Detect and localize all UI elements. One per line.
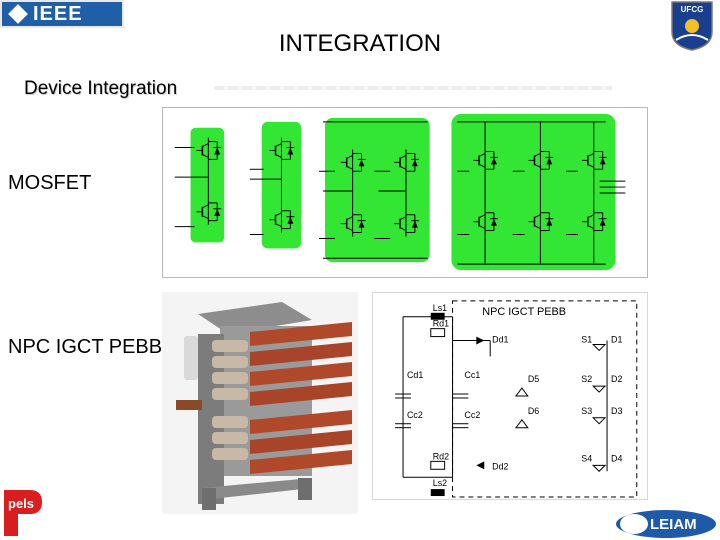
label-d6: D6	[528, 406, 539, 416]
label-d3: D3	[611, 406, 622, 416]
ieee-diamond-icon	[8, 4, 28, 24]
pebb-boundary	[452, 300, 638, 498]
capacitor-icon	[184, 336, 198, 380]
label-rd2: Rd2	[433, 451, 449, 461]
mosfet-module-1	[190, 127, 225, 243]
label-d4: D4	[611, 453, 622, 463]
label-s4: S4	[581, 453, 592, 463]
ls2-inductor	[430, 489, 445, 497]
leiam-logo-text: LEIAM	[650, 516, 697, 533]
ufcg-sun-icon	[685, 19, 699, 33]
label-d2: D2	[611, 374, 622, 384]
label-s3: S3	[581, 406, 592, 416]
ufcg-logo: UFCG	[671, 1, 713, 51]
igct-label: NPC IGCT PEBB	[8, 336, 163, 358]
mosfet-module-3	[324, 117, 430, 263]
schematic-title: NPC IGCT PEBB	[482, 306, 566, 318]
rd2-resistor	[430, 460, 446, 470]
label-cc2-left: Cc2	[407, 410, 423, 420]
subtitle-rule	[214, 86, 612, 90]
mosfet-integration-diagram	[162, 107, 648, 278]
label-ls1: Ls1	[433, 303, 447, 313]
label-cc2-mid: Cc2	[464, 410, 480, 420]
label-s2: S2	[581, 374, 592, 384]
mosfet-label: MOSFET	[8, 172, 92, 194]
label-d1: D1	[611, 335, 622, 345]
section-subtitle: Device Integration	[24, 78, 178, 99]
mosfet-module-4	[451, 113, 616, 271]
label-cd1: Cd1	[407, 370, 423, 380]
label-dd1: Dd1	[492, 335, 508, 345]
npc-igct-pebb-schematic: NPC IGCT PEBB Ls1 Rd1 Dd1 Cd1 Cc2 Cc1 Cc…	[372, 292, 648, 500]
pels-logo: pels	[4, 490, 42, 536]
label-ls2: Ls2	[433, 478, 447, 488]
igct-device-stack	[212, 340, 248, 460]
label-rd1: Rd1	[433, 319, 449, 329]
ieee-logo-text: IEEE	[33, 2, 83, 25]
igct-pebb-photo	[162, 292, 358, 514]
rd1-resistor	[430, 328, 446, 338]
ufcg-logo-text: UFCG	[681, 5, 704, 14]
ieee-logo: IEEE	[0, 0, 124, 28]
gate-unit-boards	[250, 322, 352, 474]
page-title: INTEGRATION	[278, 30, 442, 57]
label-dd2: Dd2	[492, 461, 508, 471]
ls1-inductor	[430, 312, 445, 320]
label-s1: S1	[581, 335, 592, 345]
label-cc1: Cc1	[464, 370, 480, 380]
label-d5: D5	[528, 374, 539, 384]
leiam-logo: LEIAM	[616, 510, 716, 538]
pels-logo-text: pels	[8, 496, 34, 511]
